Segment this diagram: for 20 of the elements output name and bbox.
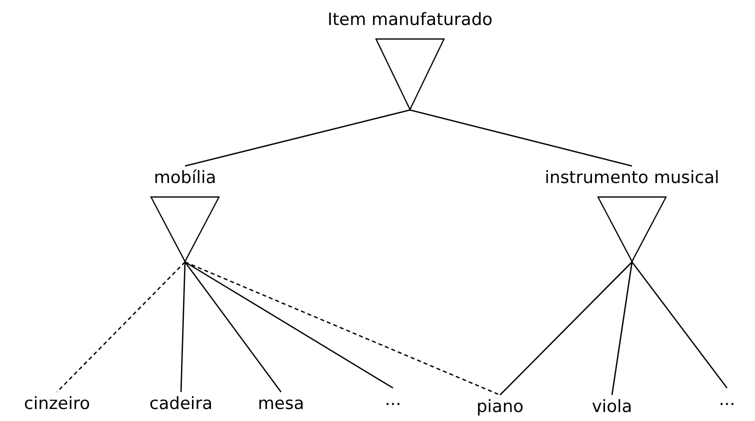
node-label: cadeira <box>136 392 226 418</box>
connector-line <box>184 261 394 389</box>
node-label: cinzeiro <box>12 392 102 418</box>
node-label: Item manufaturado <box>326 9 494 32</box>
dashed-line <box>184 261 500 396</box>
node-label: piano <box>465 395 535 421</box>
connector-line <box>184 262 282 392</box>
dashed-line <box>56 262 186 392</box>
node-label: mesa <box>246 392 316 418</box>
connector-line <box>180 262 186 392</box>
connector-line <box>631 262 728 388</box>
node-label: mobília <box>152 167 218 190</box>
node-label: ... <box>373 388 413 414</box>
node-label: viola <box>577 395 647 421</box>
connector-line <box>611 262 633 396</box>
connector-line <box>410 109 632 167</box>
node-label: ... <box>707 388 747 414</box>
connector-line <box>500 262 632 396</box>
connector-line <box>184 109 410 167</box>
node-label: instrumento musical <box>544 167 720 190</box>
